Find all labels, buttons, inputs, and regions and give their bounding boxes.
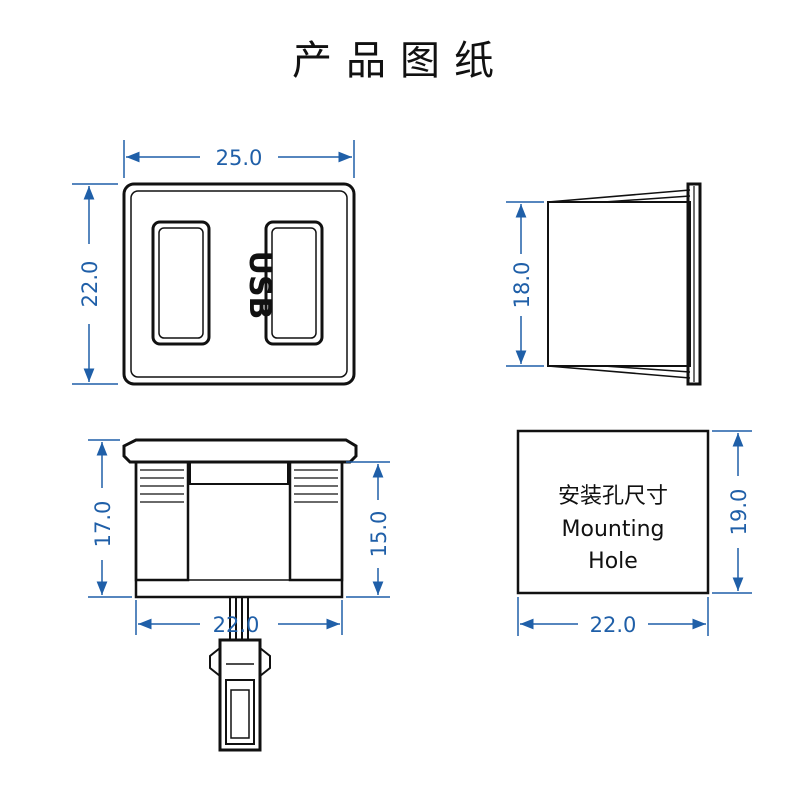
- page-title: 产品图纸: [292, 38, 508, 84]
- mounting-hole-view: 安装孔尺寸 Mounting Hole: [516, 429, 710, 595]
- front-width-label: 25.0: [216, 146, 263, 170]
- bottom-view: [122, 438, 358, 599]
- front-view: USB: [122, 182, 356, 386]
- mounting-hole-height-dimension: 19.0: [712, 430, 752, 594]
- side-view: [547, 182, 702, 386]
- side-height-dimension: 18.0: [506, 201, 544, 367]
- usb-port-left: [151, 220, 211, 346]
- usb-port-right: [264, 220, 324, 346]
- bottom-inner-height-label: 15.0: [367, 511, 391, 558]
- bottom-body: [134, 460, 344, 599]
- bottom-outer-height-dimension: 17.0: [88, 439, 132, 598]
- bottom-width-label: 22.0: [213, 613, 260, 637]
- side-flange: [686, 182, 702, 386]
- front-height-dimension: 22.0: [72, 183, 118, 385]
- front-body-inner: [130, 190, 348, 378]
- usb-port-right-inner: [271, 227, 317, 339]
- front-width-dimension: 25.0: [123, 140, 355, 178]
- bottom-width-dimension: 22.0: [135, 600, 343, 637]
- usb-port-left-inner: [158, 227, 204, 339]
- mounting-hole-label-en-2: Hole: [588, 549, 638, 574]
- bottom-outer-height-label: 17.0: [91, 501, 115, 548]
- bottom-flange: [122, 438, 358, 464]
- bottom-inner-height-dimension: 15.0: [346, 461, 391, 598]
- usb-label: USB: [242, 251, 277, 320]
- mounting-hole-width-label: 22.0: [590, 613, 637, 637]
- mounting-hole-width-dimension: 22.0: [517, 597, 709, 637]
- mounting-hole-label-cn: 安装孔尺寸: [558, 484, 668, 509]
- mounting-hole-label-en-1: Mounting: [562, 517, 665, 542]
- side-height-label: 18.0: [510, 262, 534, 309]
- front-height-label: 22.0: [78, 261, 102, 308]
- cable-connector: [209, 597, 271, 752]
- mounting-hole-height-label: 19.0: [727, 489, 751, 536]
- bottom-clip-right: [288, 460, 344, 582]
- mounting-hole-rect: [516, 429, 710, 595]
- bottom-clip-left: [134, 460, 190, 582]
- side-body: [547, 201, 691, 367]
- front-body-outer: [122, 182, 356, 386]
- bottom-latch-center: [189, 461, 289, 485]
- connector-housing: [218, 638, 262, 752]
